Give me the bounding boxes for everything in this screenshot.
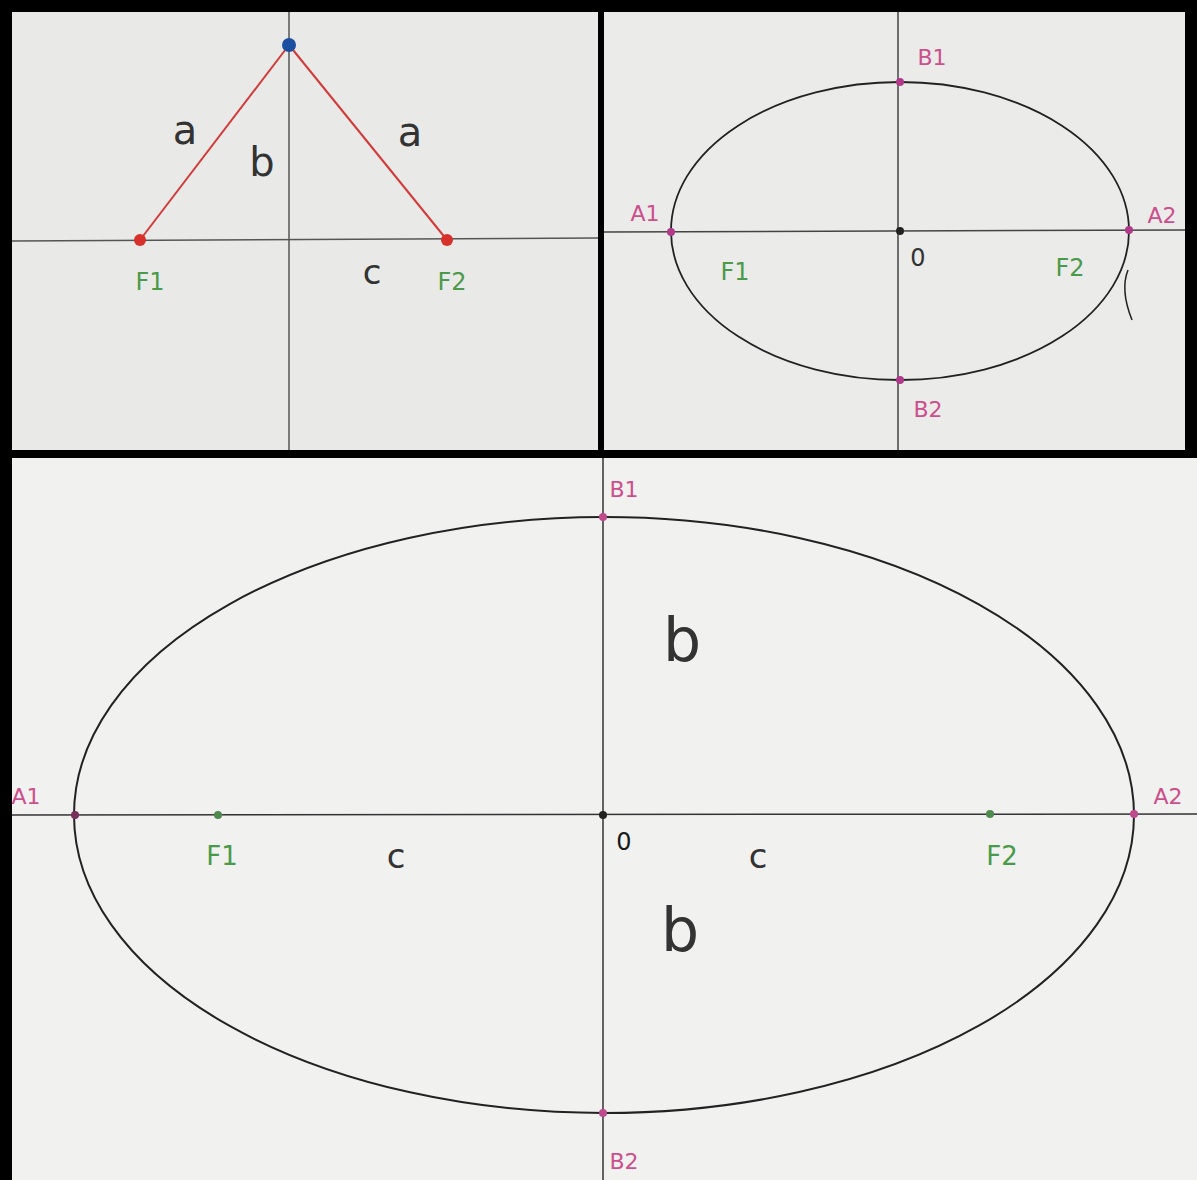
ellipse-outline bbox=[74, 517, 1134, 1113]
vertex-dot bbox=[1130, 810, 1138, 818]
axis-length-label: c bbox=[363, 255, 382, 289]
axis-length-label: c bbox=[387, 839, 406, 873]
vertex-dot bbox=[896, 78, 904, 86]
axis-length-label: a bbox=[173, 110, 198, 150]
vertex-dot bbox=[71, 811, 79, 819]
vertex-dot bbox=[896, 376, 904, 384]
axis-line bbox=[12, 238, 598, 241]
axis-length-label: c bbox=[749, 839, 768, 873]
vertex-label: B2 bbox=[609, 1151, 638, 1173]
origin-label: 0 bbox=[910, 246, 925, 270]
vertex-label: A1 bbox=[11, 786, 40, 808]
axis-line bbox=[288, 12, 290, 450]
pin bbox=[441, 234, 453, 246]
focus-dot bbox=[986, 810, 994, 818]
vertex-dot bbox=[599, 513, 607, 521]
center-dot bbox=[896, 227, 904, 235]
vertex-dot bbox=[1125, 226, 1133, 234]
origin-label: 0 bbox=[616, 830, 631, 854]
focus-label: F1 bbox=[206, 843, 238, 869]
pencil-point bbox=[282, 38, 296, 52]
vertex-label: A1 bbox=[630, 203, 659, 225]
vertex-label: B1 bbox=[917, 47, 946, 69]
panel-ground bbox=[12, 458, 1197, 1180]
axis-length-label: b bbox=[661, 900, 699, 960]
focus-dot bbox=[214, 811, 222, 819]
axis-line bbox=[604, 230, 1185, 232]
vertex-label: A2 bbox=[1153, 786, 1182, 808]
vertex-label: B2 bbox=[913, 399, 942, 421]
focus-label: F2 bbox=[1055, 256, 1084, 280]
panel-ground bbox=[12, 12, 598, 450]
string-line bbox=[289, 45, 447, 240]
pen-mark bbox=[1125, 270, 1132, 320]
vertex-label: B1 bbox=[609, 479, 638, 501]
axis-length-label: a bbox=[398, 112, 423, 152]
focus-label: F2 bbox=[986, 843, 1018, 869]
pin bbox=[134, 234, 146, 246]
focus-label: F1 bbox=[720, 260, 749, 284]
center-dot bbox=[599, 811, 607, 819]
panel-ground bbox=[604, 12, 1185, 450]
string-line bbox=[140, 45, 289, 240]
vertex-label: A2 bbox=[1147, 205, 1176, 227]
focus-label: F2 bbox=[437, 270, 466, 294]
vertex-dot bbox=[667, 228, 675, 236]
ellipse-outline bbox=[671, 82, 1129, 380]
axis-length-label: b bbox=[663, 610, 701, 670]
focus-label: F1 bbox=[135, 270, 164, 294]
axis-length-label: b bbox=[249, 142, 274, 182]
vertex-dot bbox=[599, 1109, 607, 1117]
